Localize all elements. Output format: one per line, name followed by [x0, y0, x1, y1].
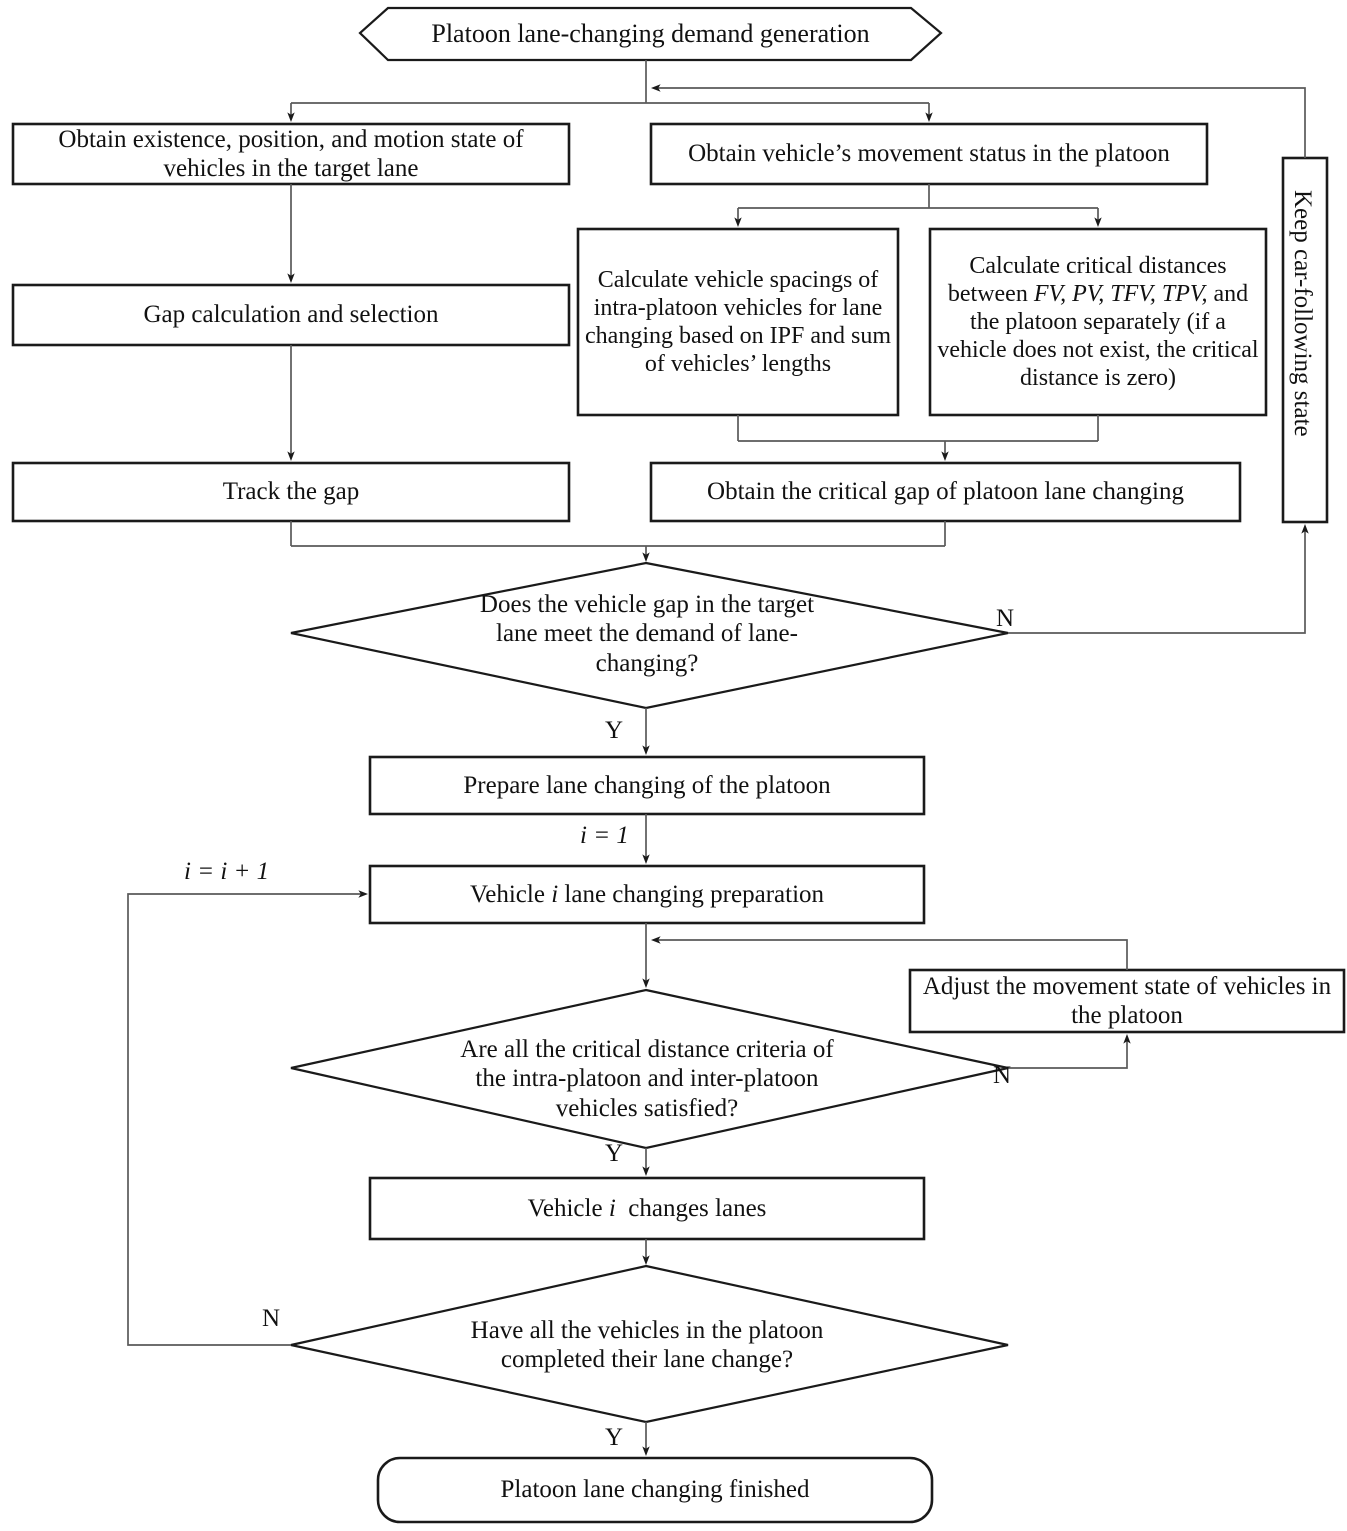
node-vehicle-i-prep-shape	[368, 864, 926, 925]
node-gap-calculation-shape	[11, 283, 571, 347]
node-obtain-target-lane-shape	[11, 122, 571, 186]
node-prepare-lane-change-shape	[368, 755, 926, 816]
node-calc-spacings-shape	[576, 227, 900, 417]
node-decision-all-done-shape	[290, 1264, 1009, 1424]
node-calc-critical-distances-shape	[928, 227, 1268, 417]
node-critical-gap-shape	[649, 461, 1242, 523]
edge-adjust-to-vehicle-prep	[650, 936, 1128, 970]
node-vehicle-i-changes-shape	[368, 1176, 926, 1241]
node-decision-gap-shape	[290, 561, 1009, 710]
edge-criteria-no	[1008, 1033, 1131, 1069]
node-decision-criteria-shape	[290, 988, 1009, 1150]
edge-keep-following-to-top	[650, 84, 1306, 158]
edge-all-done-no-loop	[127, 890, 369, 1346]
node-obtain-platoon-status-shape	[649, 122, 1209, 186]
edge-decision-gap-no	[1008, 523, 1309, 634]
node-start-shape	[358, 6, 943, 62]
node-adjust-movement-shape	[908, 968, 1346, 1034]
node-finished-shape	[376, 1456, 934, 1524]
node-keep-car-following-shape	[1281, 156, 1329, 524]
node-track-gap-shape	[11, 461, 571, 523]
